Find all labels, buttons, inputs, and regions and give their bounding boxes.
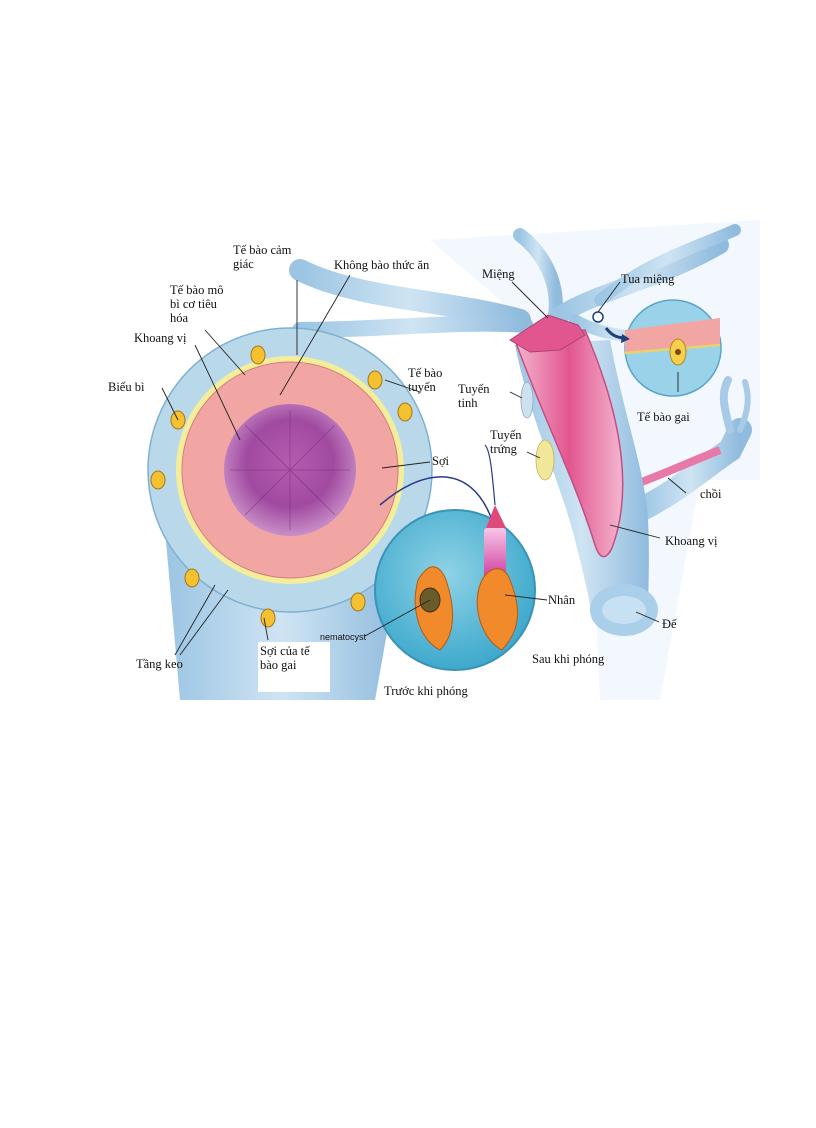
label-tua-mieng: Tua miệng: [621, 272, 675, 286]
label-nhan: Nhân: [548, 593, 576, 607]
label-tang-keo: Tầng keo: [136, 657, 183, 671]
label-nematocyst: nematocyst: [320, 632, 367, 642]
label-soi: Sợi: [432, 454, 450, 468]
label-te-bao-gai: Tế bào gai: [637, 410, 690, 424]
nematocyst-lens: [374, 444, 536, 671]
label-khoang-vi-left: Khoang vị: [134, 331, 187, 345]
label-soi-cua-te-bao-gai: Sợi của tế bào gai: [260, 644, 310, 672]
label-truoc-khi-phong: Trước khi phóng: [384, 684, 468, 698]
label-bieu-bi: Biểu bì: [108, 380, 145, 394]
label-te-bao-cam-giac: Tế bào cảm giác: [233, 243, 292, 271]
label-te-bao-tuyen: Tế bào tuyến: [408, 366, 443, 394]
label-tuyen-trung: Tuyến trứng: [490, 428, 522, 456]
label-sau-khi-phong: Sau khi phóng: [532, 652, 605, 666]
label-mieng: Miệng: [482, 267, 515, 281]
label-choi: chồi: [700, 487, 722, 501]
cross-section: [147, 327, 433, 700]
label-te-bao-mo-bi-co-tieu-hoa: Tế bào mô bì cơ tiêu hóa: [170, 283, 224, 325]
label-khoang-vi-right: Khoang vị: [665, 534, 718, 548]
label-de: Đế: [662, 617, 677, 631]
label-khong-bao-thuc-an: Không bào thức ăn: [334, 258, 430, 272]
pointer-lines: [161, 274, 687, 656]
cnidocyte-inset: [592, 299, 722, 397]
label-tuyen-tinh: Tuyến tinh: [458, 382, 490, 410]
